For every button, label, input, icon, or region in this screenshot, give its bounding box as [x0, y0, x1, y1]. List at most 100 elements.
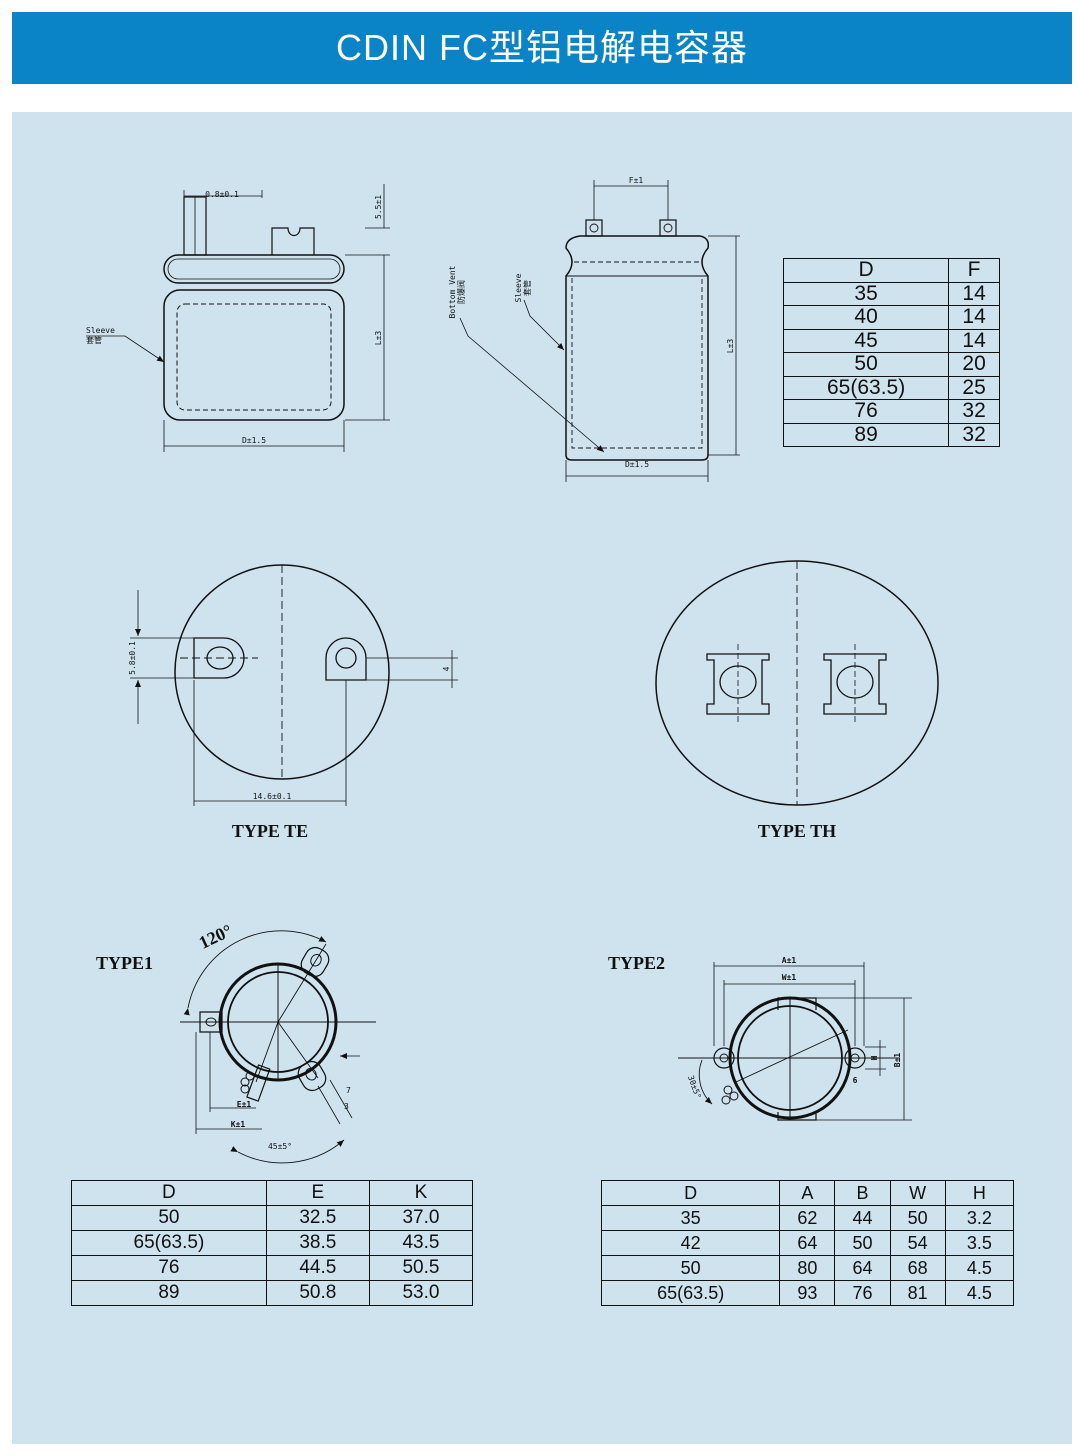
- table-cell: 65(63.5): [782, 375, 950, 400]
- table-cell: 32.5: [265, 1205, 370, 1231]
- table-cell: 44: [834, 1205, 891, 1231]
- diameter-dim-1: D±1.5: [242, 436, 266, 445]
- table-cell: 45: [782, 328, 950, 353]
- type2-mount-drawing: [678, 962, 912, 1121]
- table-cell: 25: [948, 375, 1000, 400]
- table-cell: 50: [600, 1255, 781, 1281]
- table-cell: 65(63.5): [600, 1280, 781, 1306]
- diameter-dim-2: D±1.5: [625, 460, 649, 469]
- table-cell: 81: [889, 1280, 946, 1306]
- table-cell: 4.5: [944, 1255, 1015, 1281]
- table-cell: 38.5: [265, 1230, 370, 1256]
- table-cell: 50.8: [265, 1280, 370, 1306]
- page-title: CDIN FC型铝电解电容器: [336, 27, 748, 68]
- type1-dim-7: 7: [346, 1086, 351, 1095]
- table-cell: 42: [600, 1230, 781, 1256]
- terminal-height-dim: 5.5±1: [374, 195, 383, 219]
- column-header: D: [600, 1180, 781, 1206]
- length-dim-2: L±3: [726, 339, 735, 354]
- table-cell: 50.5: [368, 1255, 474, 1281]
- capacitor-side-view-1: [86, 184, 390, 452]
- table-cell: 44.5: [265, 1255, 370, 1281]
- type2-b-dim: B±1: [893, 1053, 902, 1068]
- type1-mount-drawing: [180, 930, 376, 1164]
- sleeve-label-2: Sleeve: [514, 273, 523, 302]
- table-cell: 76: [834, 1280, 891, 1306]
- type1-angle-bottom: 45±5°: [268, 1142, 292, 1151]
- table-cell: 50: [834, 1230, 891, 1256]
- table-cell: 80: [779, 1255, 836, 1281]
- sleeve-label-1: Sleeve: [86, 326, 115, 335]
- column-header: W: [889, 1180, 946, 1206]
- type-te-height-dim: 5.8±0.1: [128, 641, 137, 675]
- table-cell: 89: [71, 1280, 267, 1306]
- column-header: A: [779, 1180, 836, 1206]
- table-cell: 64: [834, 1255, 891, 1281]
- table-cell: 64: [779, 1230, 836, 1256]
- table-cell: 62: [779, 1205, 836, 1231]
- table-cell: 14: [948, 305, 1000, 330]
- table-cell: 54: [889, 1230, 946, 1256]
- type-th-drawing: [655, 560, 939, 806]
- table-cell: 32: [948, 399, 1000, 424]
- table-cell: 3.2: [944, 1205, 1015, 1231]
- type-te-drawing: [130, 564, 458, 806]
- table-cell: 43.5: [368, 1230, 474, 1256]
- table-cell: 4.5: [944, 1280, 1015, 1306]
- capacitor-side-view-2: [459, 180, 740, 482]
- column-header: H: [944, 1180, 1015, 1206]
- table-cell: 53.0: [368, 1280, 474, 1306]
- type-th-label: TYPE TH: [758, 821, 836, 841]
- table-header-row: D E K: [71, 1180, 474, 1206]
- table-cell: 50: [71, 1205, 267, 1231]
- type1-angle-top: 120°: [196, 920, 235, 953]
- table-cell: 35: [600, 1205, 781, 1231]
- table-cell: 40: [782, 305, 950, 330]
- type2-dim-6: 6: [853, 1076, 858, 1085]
- table-cell: 76: [71, 1255, 267, 1281]
- table-cell: 14: [948, 281, 1000, 306]
- table-header-row: D F: [782, 258, 1000, 283]
- lead-diameter-dim: 0.8±0.1: [205, 190, 239, 199]
- table-cell: 20: [948, 352, 1000, 377]
- table-cell: 14: [948, 328, 1000, 353]
- column-header: D: [71, 1180, 267, 1206]
- sleeve-cn-label-2: 套管: [522, 280, 532, 296]
- type2-angle: 30±5°: [686, 1074, 703, 1100]
- type1-dim-3: 3: [344, 1102, 349, 1111]
- column-header: D: [782, 258, 950, 283]
- header-banner: CDIN FC型铝电解电容器: [12, 12, 1072, 84]
- table-cell: 50: [889, 1205, 946, 1231]
- type-te-label: TYPE TE: [232, 821, 308, 841]
- bottom-vent-cn-label: 防爆阀: [456, 280, 466, 304]
- table-cell: 32: [948, 422, 1000, 447]
- table-cell: 50: [782, 352, 950, 377]
- table-cell: 3.5: [944, 1230, 1015, 1256]
- column-header: F: [948, 258, 1000, 283]
- length-dim-1: L±3: [374, 331, 383, 346]
- type-te-width-dim: 14.6±0.1: [253, 792, 292, 801]
- table-cell: 89: [782, 422, 950, 447]
- column-header: E: [265, 1180, 370, 1206]
- type2-a-dim: A±1: [782, 956, 797, 965]
- type1-label: TYPE1: [96, 953, 153, 973]
- type1-e-dim: E±1: [237, 1100, 252, 1109]
- table-cell: 35: [782, 281, 950, 306]
- table-cell: 37.0: [368, 1205, 474, 1231]
